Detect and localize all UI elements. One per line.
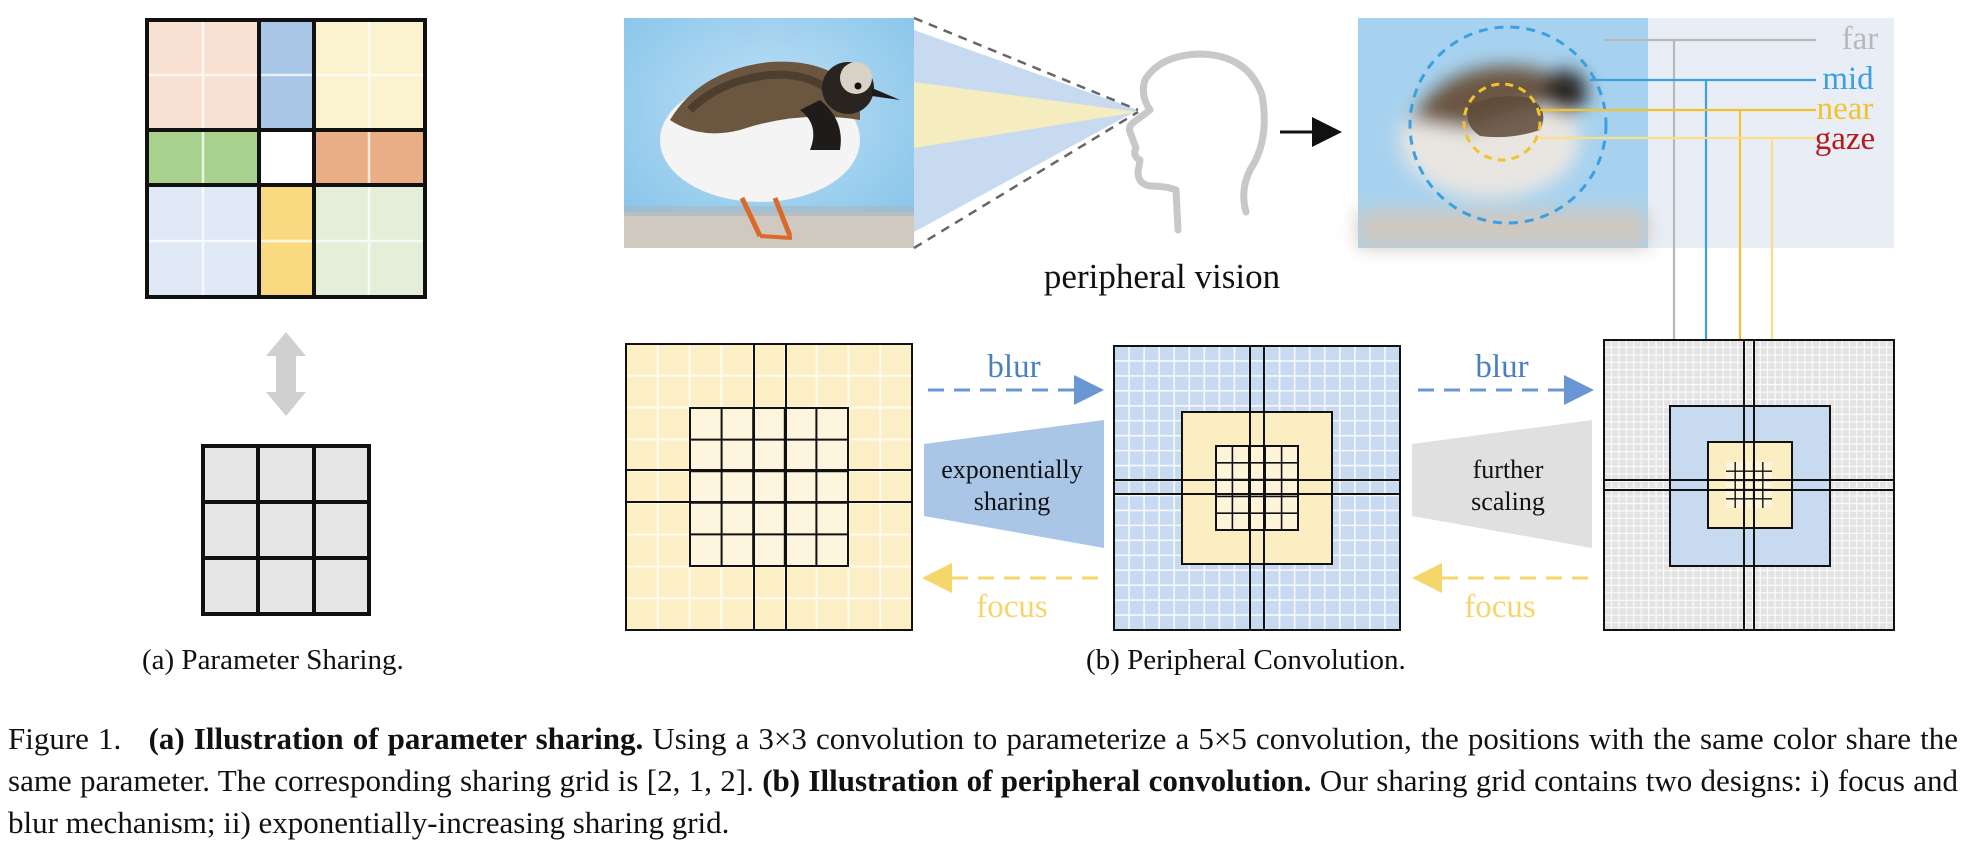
near-label: near: [1817, 91, 1874, 127]
bird-photo: [624, 18, 914, 248]
blur-label-2: blur: [1475, 349, 1528, 385]
focus-label-1: focus: [976, 589, 1047, 625]
trapezoid-gray: [1412, 420, 1592, 548]
exponentially-label: exponentially: [941, 455, 1083, 484]
blurred-bird-photo: [1358, 18, 1894, 248]
caption-a-text: Using a 3×3 convolution to parameterize …: [8, 721, 1959, 798]
subcaption-a: (a) Parameter Sharing.: [142, 644, 404, 676]
blur-label-1: blur: [987, 349, 1040, 385]
peripheral-vision-label: peripheral vision: [1044, 257, 1280, 296]
caption-b-bold: (b) Illustration of peripheral convoluti…: [762, 763, 1312, 798]
trapezoid-blue: [924, 420, 1104, 548]
focus-label-2: focus: [1464, 589, 1535, 625]
caption-a-bold: (a) Illustration of parameter sharing.: [148, 721, 644, 756]
further-label: further: [1473, 455, 1544, 484]
sharing-grid-yellow: [625, 343, 913, 631]
gaze-label: gaze: [1815, 121, 1875, 157]
sharing-grid-gray: [1603, 339, 1895, 631]
view-cone: [913, 16, 1139, 250]
sharing-grid-5x5: [145, 18, 427, 299]
caption-prefix: Figure 1.: [8, 721, 122, 756]
caption-b-text: Our sharing grid contains two designs: i…: [8, 763, 1958, 840]
sharing-label: sharing: [974, 487, 1051, 516]
figure-caption: Figure 1. (a) Illustration of parameter …: [8, 718, 1958, 844]
sharing-grid-blue: [1113, 345, 1401, 631]
double-arrow-icon: [266, 332, 306, 416]
subcaption-b: (b) Peripheral Convolution.: [1086, 644, 1406, 676]
kernel-grid-3x3: [201, 444, 371, 616]
scaling-label: scaling: [1471, 487, 1545, 516]
far-label: far: [1842, 21, 1879, 57]
mid-label: mid: [1822, 61, 1874, 97]
head-profile-icon: [1126, 50, 1268, 234]
